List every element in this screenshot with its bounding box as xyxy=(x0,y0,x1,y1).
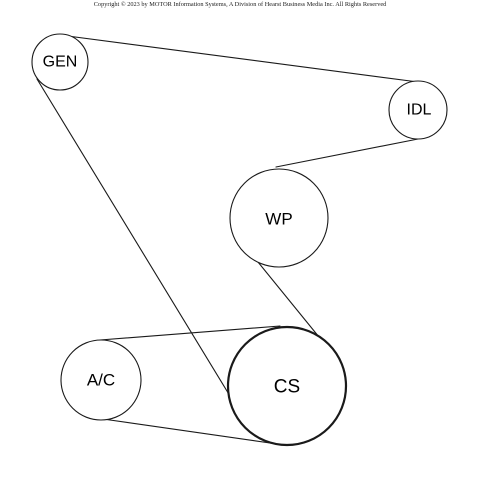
serpentine-belt xyxy=(36,34,419,397)
pulley-gen-circle xyxy=(31,33,89,91)
belt-segment-ac-cs-bottom xyxy=(102,418,278,445)
ac-belt xyxy=(99,325,281,445)
pulley-gen-label: GEN xyxy=(43,54,78,71)
pulley-cs-label: CS xyxy=(274,377,300,398)
pulley-ac-label: A/C xyxy=(87,371,115,390)
pulley-ac: A/C xyxy=(60,339,142,421)
pulley-wp: WP xyxy=(229,168,329,268)
pulley-gen: GEN xyxy=(31,33,89,91)
pulley-idl-circle xyxy=(388,80,448,140)
copyright-notice: Copyright © 2023 by MOTOR Information Sy… xyxy=(94,1,387,8)
pulley-wp-label: WP xyxy=(265,210,292,229)
belt-segment-ac-cs-top xyxy=(99,325,281,341)
belt-segment-cs-gen xyxy=(36,78,231,397)
belt-segment-wp-cs xyxy=(248,250,320,338)
pulley-cs: CS xyxy=(226,325,348,447)
belt-segment-idl-wp xyxy=(275,138,419,168)
pulley-ac-circle xyxy=(60,339,142,421)
pulley-idl: IDL xyxy=(388,80,448,140)
pulley-cs-circle xyxy=(226,325,348,447)
pulley-idl-label: IDL xyxy=(407,102,432,119)
pulley-wp-circle xyxy=(229,168,329,268)
belt-segment-gen-idl xyxy=(59,34,419,83)
